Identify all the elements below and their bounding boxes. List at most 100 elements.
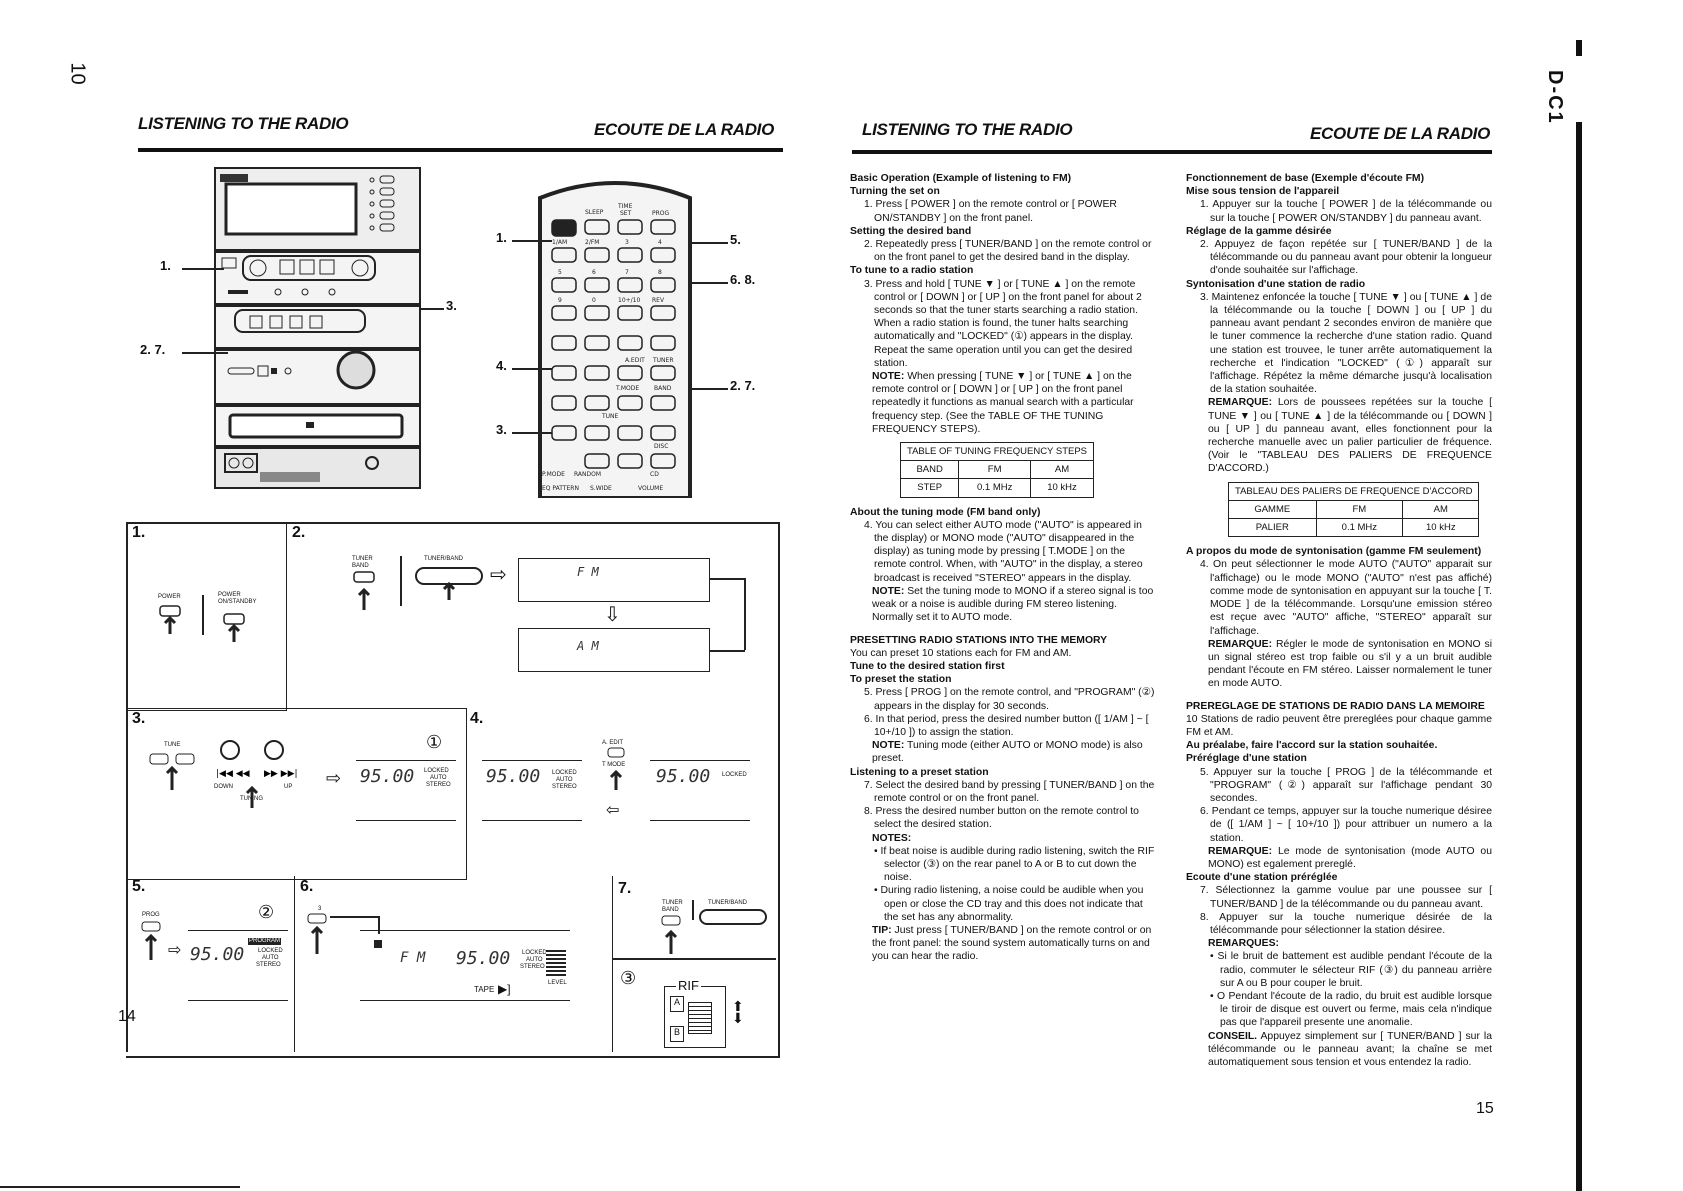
table-cell: 10 kHz bbox=[1402, 518, 1480, 538]
locked-indicator: LOCKED bbox=[424, 768, 449, 774]
loop-line bbox=[710, 650, 745, 652]
table-cell: BAND bbox=[899, 460, 960, 480]
steps-frame bbox=[126, 522, 780, 1058]
callout-line bbox=[420, 308, 444, 310]
step-text: 8. Appuyer sur la touche numerique désir… bbox=[1200, 911, 1492, 936]
display-freq-1: 95.00 bbox=[486, 766, 541, 787]
step-text: 6. Pendant ce temps, appuyer sur la touc… bbox=[1200, 806, 1492, 844]
note-text: Set the tuning mode to MONO if a stereo … bbox=[872, 585, 1154, 624]
frequency-table: TABLEAU DES PALIERS DE FREQUENCE D'ACCOR… bbox=[1227, 481, 1480, 538]
svg-text:RANDOM: RANDOM bbox=[574, 471, 601, 478]
display-line bbox=[482, 760, 582, 761]
subheading: Préréglage d'une station bbox=[1186, 753, 1307, 765]
stereo-indicator: STEREO bbox=[426, 782, 451, 788]
step-2-number: 2. bbox=[292, 524, 306, 541]
svg-text:|◀◀ ◀◀: |◀◀ ◀◀ bbox=[216, 769, 250, 779]
subheading: Mise sous tension de l'appareil bbox=[1186, 186, 1340, 198]
subheading: Syntonisation d'une station de radio bbox=[1186, 278, 1366, 290]
svg-text:TIME: TIME bbox=[617, 203, 633, 210]
display-freq: 95.00 bbox=[456, 948, 511, 969]
aedit-label: A. EDIT bbox=[602, 740, 624, 746]
table-cell: GAMME bbox=[1228, 499, 1317, 520]
locked-indicator: LOCKED bbox=[552, 770, 577, 776]
subheading: Listening to a preset station bbox=[850, 766, 989, 778]
step-text: 7. Select the desired band by pressing [… bbox=[864, 779, 1155, 804]
left-header-rule bbox=[138, 148, 783, 152]
callout-2-symbol: ② bbox=[258, 902, 275, 922]
note-text: Tuning mode (either AUTO or MONO mode) i… bbox=[872, 740, 1143, 765]
display-line bbox=[188, 930, 288, 931]
auto-indicator: AUTO bbox=[430, 775, 447, 781]
svg-text:9: 9 bbox=[558, 297, 562, 304]
tmode-button-icon bbox=[607, 747, 625, 790]
stereo-callout-3: 3. bbox=[446, 298, 457, 313]
step-text: 6. In that period, press the desired num… bbox=[864, 713, 1149, 738]
display-line bbox=[356, 760, 456, 761]
rif-switch-body bbox=[688, 1002, 712, 1034]
front-button-icon bbox=[699, 909, 767, 925]
svg-text:8: 8 bbox=[658, 269, 662, 276]
callout-1-symbol: ① bbox=[426, 732, 443, 752]
svg-text:TUNER: TUNER bbox=[652, 357, 674, 364]
callout-line bbox=[690, 282, 728, 284]
french-column: Fonctionnement de base (Exemple d'écoute… bbox=[1186, 172, 1492, 1069]
remote-callout-27: 2. 7. bbox=[730, 378, 756, 393]
svg-text:7: 7 bbox=[625, 269, 629, 276]
callout-3-symbol: ③ bbox=[620, 968, 637, 988]
paragraph: 10 Stations de radio peuvent être prereg… bbox=[1186, 713, 1492, 738]
stereo-indicator: STEREO bbox=[552, 784, 577, 790]
step-3-number: 3. bbox=[132, 710, 146, 727]
subheading: Au préalabe, faire l'accord sur la stati… bbox=[1186, 740, 1438, 752]
loop-line bbox=[710, 578, 744, 580]
left-title-fr: ECOUTE DE LA RADIO bbox=[594, 120, 775, 139]
svg-text:TUNE: TUNE bbox=[601, 413, 619, 420]
step-text: 5. Appuyer sur la touche [ PROG ] de la … bbox=[1200, 766, 1492, 804]
auto-indicator: AUTO bbox=[262, 955, 279, 961]
press-hand-icon bbox=[307, 913, 327, 954]
svg-text:6: 6 bbox=[592, 269, 596, 276]
step-text: 4. On peut sélectionner le mode AUTO ("A… bbox=[1200, 559, 1492, 637]
table-cell: 0.1 MHz bbox=[1315, 518, 1404, 538]
divider bbox=[400, 556, 402, 606]
divider bbox=[202, 595, 204, 635]
table-cell: AM bbox=[1029, 460, 1095, 480]
display-line bbox=[356, 820, 456, 821]
remote-callout-4: 4. bbox=[496, 358, 507, 373]
table-cell: FM bbox=[958, 460, 1031, 480]
tip-label: CONSEIL. bbox=[1208, 1030, 1258, 1042]
power-standby-label: POWER ON/STANDBY bbox=[218, 592, 257, 605]
note-label: NOTE: bbox=[872, 371, 905, 383]
right-page-number: 15 bbox=[1476, 1100, 1494, 1117]
display-fm: F M bbox=[518, 558, 710, 602]
note: REMARQUE: Lors de poussees repétées sur … bbox=[1186, 396, 1492, 475]
display-am: A M bbox=[518, 628, 710, 672]
margin-bar bbox=[1576, 122, 1582, 1191]
svg-text:SET: SET bbox=[620, 210, 632, 217]
press-hand-icon bbox=[661, 915, 681, 954]
stereo-unit-illustration bbox=[214, 167, 421, 489]
press-hand-icon bbox=[159, 605, 181, 634]
display-line bbox=[188, 1000, 288, 1001]
heading: Fonctionnement de base (Exemple d'écoute… bbox=[1186, 173, 1425, 184]
press-hand-icon bbox=[141, 921, 161, 960]
rif-a-label: A bbox=[673, 997, 680, 1007]
right-title-en: LISTENING TO THE RADIO bbox=[862, 120, 1073, 139]
loop-line bbox=[744, 578, 746, 650]
display-fm-text: F M bbox=[577, 565, 599, 579]
subheading: Tune to the desired station first bbox=[850, 660, 1005, 672]
note-label: REMARQUE: bbox=[1208, 638, 1273, 650]
section-code: D-C1 bbox=[1544, 70, 1566, 125]
program-indicator: PROGRAM bbox=[248, 938, 282, 945]
stereo-callout-27: 2. 7. bbox=[140, 342, 166, 357]
callout-line bbox=[512, 368, 552, 370]
svg-text:▶▶ ▶▶|: ▶▶ ▶▶| bbox=[264, 769, 298, 779]
arrow-right-icon: ⇨ bbox=[168, 942, 182, 959]
bullet: • During radio listening, a noise could … bbox=[874, 885, 1144, 923]
subheading: To preset the station bbox=[850, 674, 952, 686]
step-text: 8. Press the desired number button on th… bbox=[864, 806, 1139, 831]
display-line bbox=[360, 930, 570, 931]
table-cell: STEP bbox=[899, 478, 960, 498]
svg-text:DISC: DISC bbox=[654, 443, 668, 450]
step-7-number: 7. bbox=[618, 880, 632, 897]
